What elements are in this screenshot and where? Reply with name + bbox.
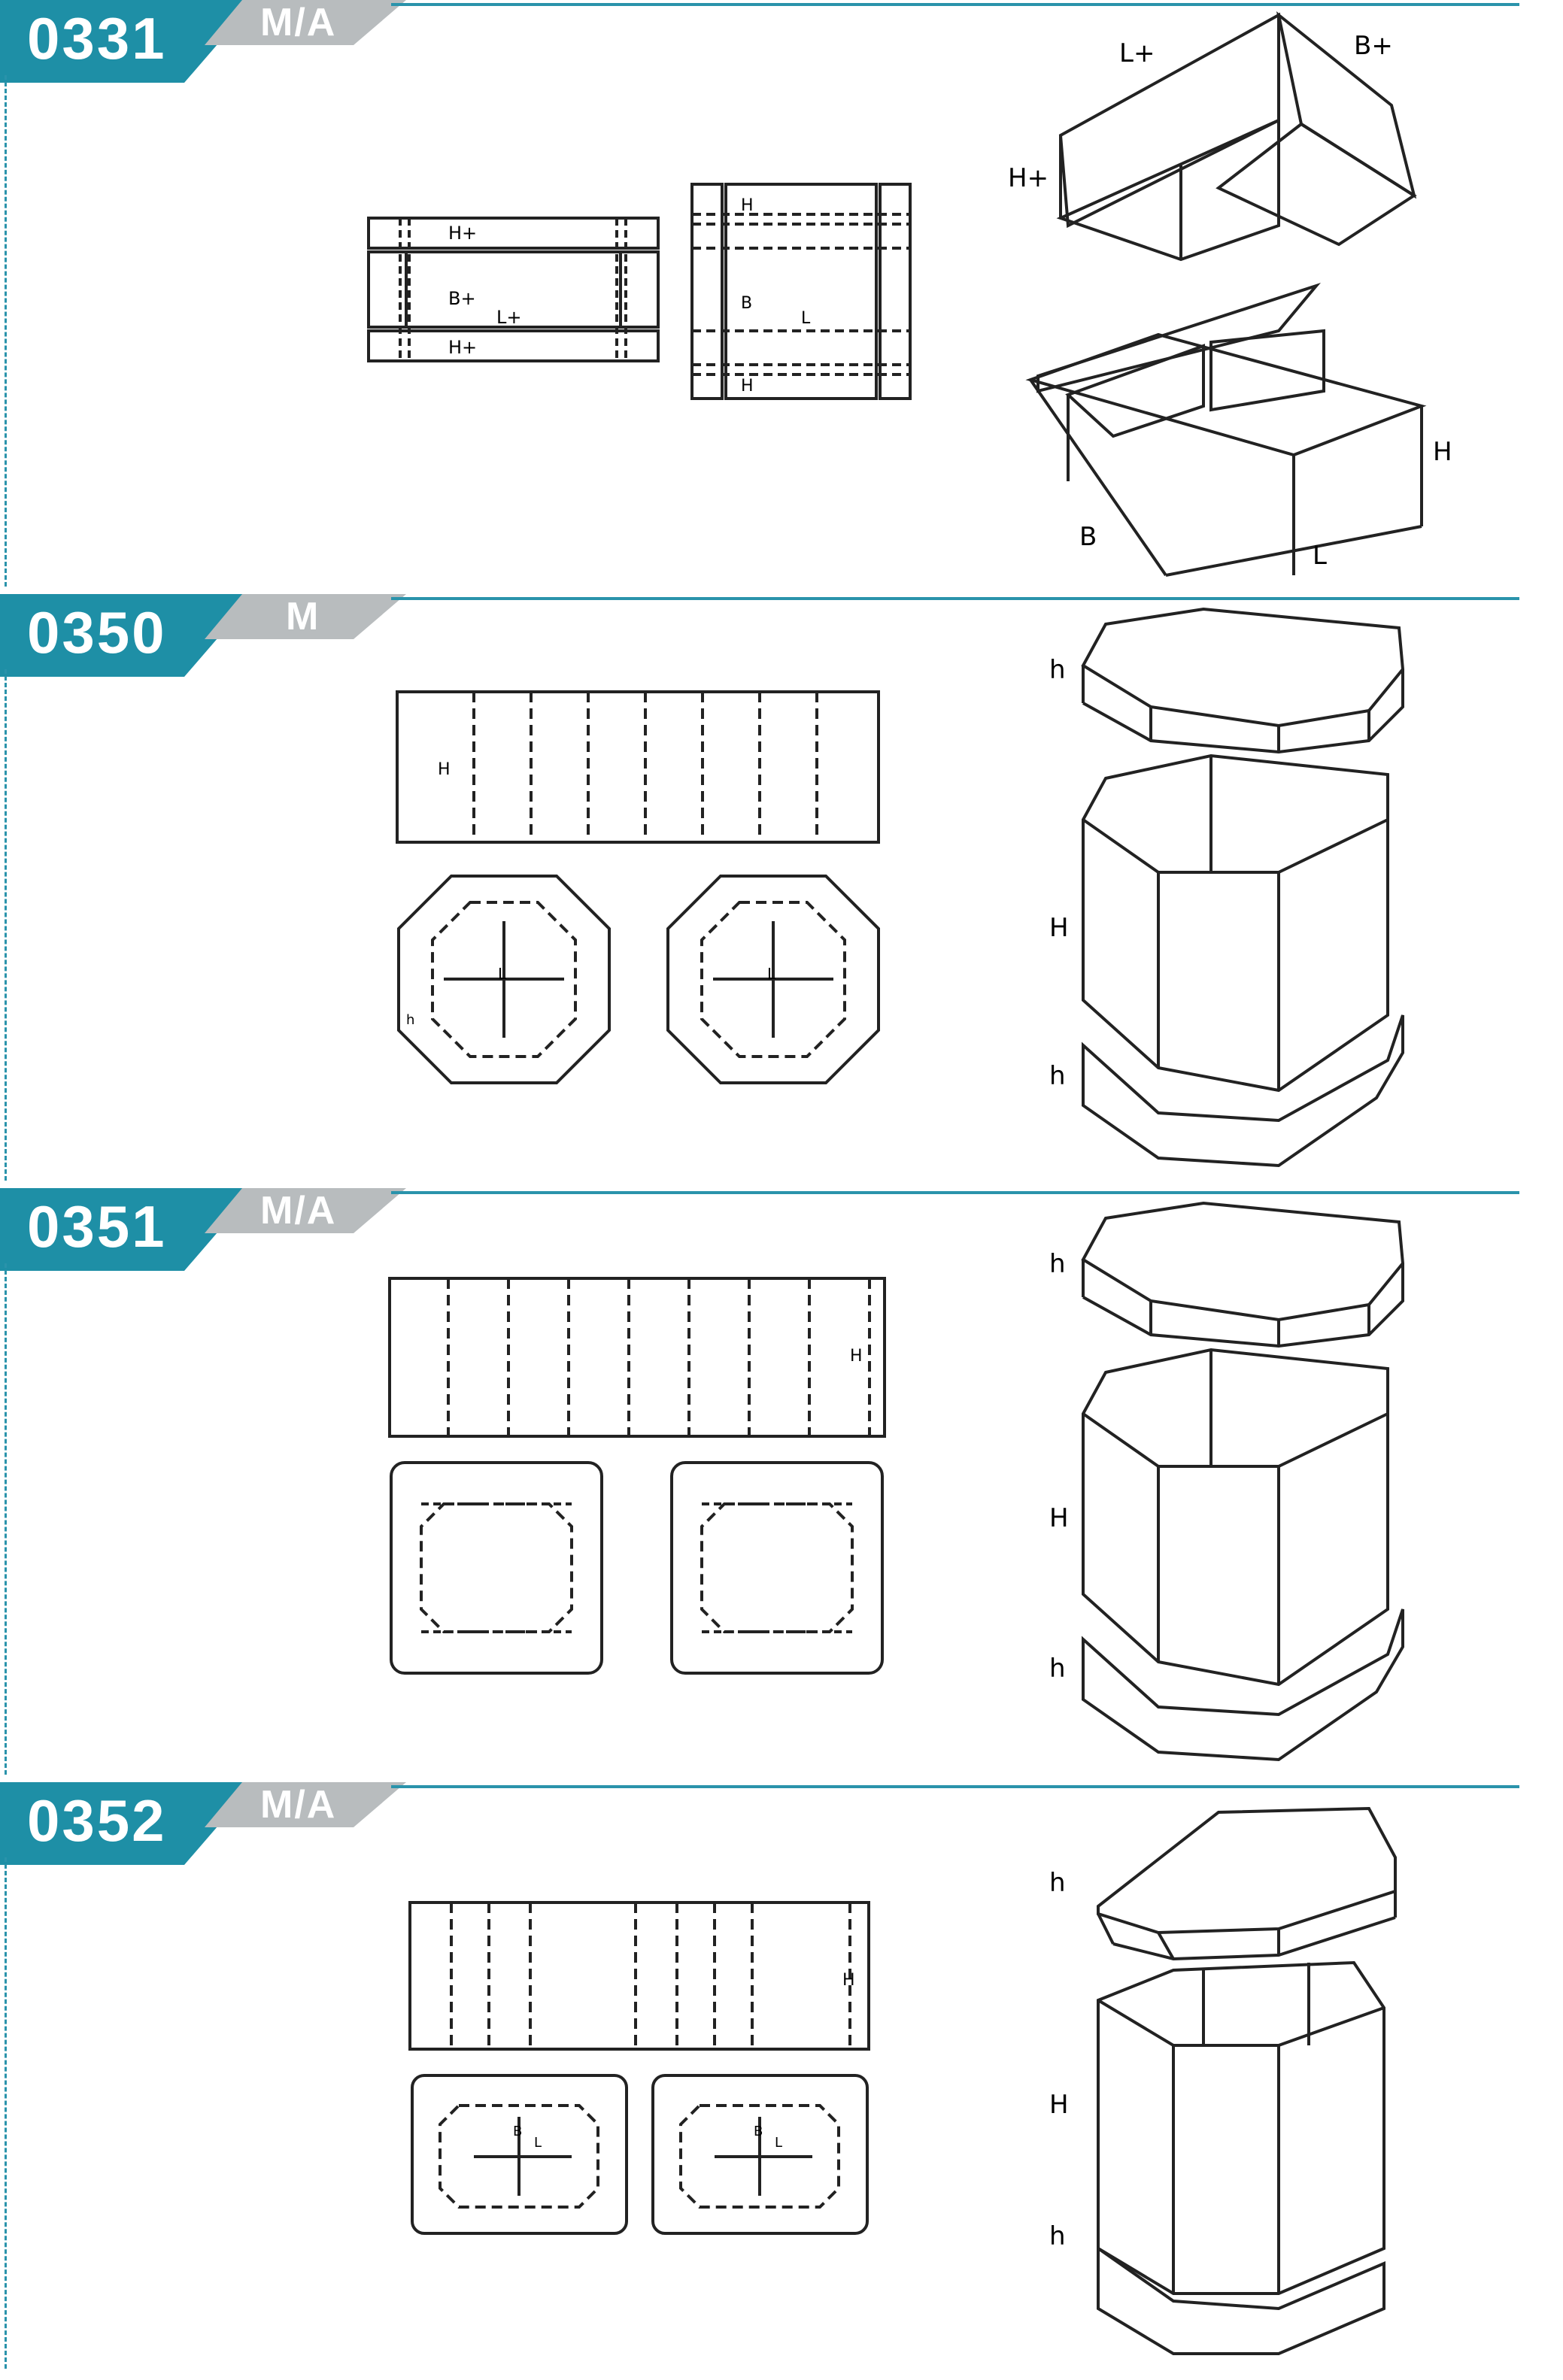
header-rule bbox=[391, 597, 1519, 600]
diagram-0352: H B L B L h H h bbox=[408, 1806, 1397, 2355]
wall-blank bbox=[408, 1901, 870, 2051]
product-code: 0350 bbox=[27, 599, 167, 665]
box-label-b: B bbox=[1079, 522, 1097, 552]
material-tag: M/A bbox=[260, 1189, 337, 1232]
blank-label-b: B+ bbox=[448, 288, 476, 309]
section-guide-line bbox=[5, 669, 7, 1181]
cross-plate-right bbox=[670, 1461, 884, 1675]
diagram-0351: H h H h bbox=[388, 1201, 1405, 1762]
product-code: 0331 bbox=[27, 5, 167, 71]
lid-isometric bbox=[1056, 11, 1417, 262]
section-0331: 0331 M/A bbox=[0, 0, 1563, 594]
product-code: 0351 bbox=[27, 1193, 167, 1260]
code-badge bbox=[0, 1188, 406, 1271]
plate-label-h: h bbox=[406, 1012, 414, 1028]
cross-plate-right bbox=[651, 2074, 869, 2235]
base-label-h: h bbox=[1049, 1061, 1066, 1091]
cross-plate-left bbox=[390, 1461, 603, 1675]
section-header: 0350 M bbox=[0, 594, 1563, 677]
blank-label-l: L+ bbox=[496, 307, 521, 328]
section-header: 0331 M/A bbox=[0, 0, 1563, 83]
material-tag: M bbox=[286, 595, 320, 638]
base-label-h: h bbox=[1049, 2221, 1066, 2251]
wall-blank bbox=[388, 1277, 886, 1438]
code-badge bbox=[0, 0, 406, 83]
octagon-plate-right bbox=[666, 875, 880, 1084]
octagon-plate-left bbox=[397, 875, 611, 1084]
lid-label-b: B+ bbox=[1354, 31, 1393, 61]
section-header: 0352 M/A bbox=[0, 1782, 1563, 1865]
octagon-box-isometric bbox=[1081, 607, 1405, 1168]
header-rule bbox=[391, 3, 1519, 6]
header-rule bbox=[391, 1191, 1519, 1194]
diagram-0350: H L L h h H h bbox=[396, 607, 1405, 1168]
plate2-label-b: B bbox=[754, 2124, 763, 2139]
plate2-label-l: L bbox=[767, 965, 776, 983]
code-badge bbox=[0, 594, 406, 677]
blank2-label-h2: H bbox=[741, 377, 754, 396]
section-0351: 0351 M/A bbox=[0, 1188, 1563, 1782]
blank2-label-l: L bbox=[801, 309, 811, 328]
blank2-label-b: B bbox=[741, 294, 752, 313]
product-code: 0352 bbox=[27, 1787, 167, 1854]
section-0350: 0350 M bbox=[0, 594, 1563, 1188]
section-0352: 0352 M/A bbox=[0, 1782, 1563, 2380]
section-guide-line bbox=[5, 1857, 7, 2369]
box-label-h: H bbox=[1049, 1503, 1069, 1533]
material-tag: M/A bbox=[260, 1, 337, 44]
wall-blank bbox=[396, 690, 880, 844]
material-tag: M/A bbox=[260, 1783, 337, 1827]
base-label-h: h bbox=[1049, 1654, 1066, 1684]
plate2-label-l: L bbox=[775, 2135, 782, 2151]
plate-label-b: B bbox=[513, 2124, 522, 2139]
box-label-h: H bbox=[1049, 2090, 1069, 2120]
code-badge bbox=[0, 1782, 406, 1865]
blank2-label-h: H bbox=[741, 196, 754, 215]
blank-label-h2: H+ bbox=[448, 337, 477, 358]
section-guide-line bbox=[5, 75, 7, 587]
plate-label-l: L bbox=[498, 965, 507, 983]
header-rule bbox=[391, 1785, 1519, 1788]
plate-label-l: L bbox=[534, 2135, 542, 2151]
lid-label-h: h bbox=[1049, 655, 1066, 685]
lid-label-l: L+ bbox=[1119, 38, 1155, 68]
section-guide-line bbox=[5, 1263, 7, 1775]
diagram-0331: H+ B+ L+ H+ H B L H L+ B+ H+ H B L bbox=[367, 11, 1452, 577]
blank-label-h: H bbox=[850, 1347, 863, 1366]
octagon-box-isometric bbox=[1081, 1201, 1405, 1762]
lid-label-h: h bbox=[1049, 1249, 1066, 1279]
box-label-h: H bbox=[1433, 437, 1452, 467]
blank-label-h: H+ bbox=[448, 223, 477, 244]
box-isometric bbox=[1025, 282, 1427, 577]
blank-label-h: H bbox=[438, 760, 451, 779]
blank-label-h: H bbox=[842, 1971, 855, 1990]
flat-blank-left bbox=[367, 217, 660, 362]
box-label-h: H bbox=[1049, 913, 1069, 943]
flat-blank-right bbox=[690, 183, 912, 400]
box-label-l: L bbox=[1313, 541, 1327, 571]
octagon-box-isometric bbox=[1097, 1806, 1397, 2355]
lid-label-h: H+ bbox=[1008, 163, 1049, 193]
cross-plate-left bbox=[411, 2074, 628, 2235]
lid-label-h: h bbox=[1049, 1868, 1066, 1898]
section-header: 0351 M/A bbox=[0, 1188, 1563, 1271]
